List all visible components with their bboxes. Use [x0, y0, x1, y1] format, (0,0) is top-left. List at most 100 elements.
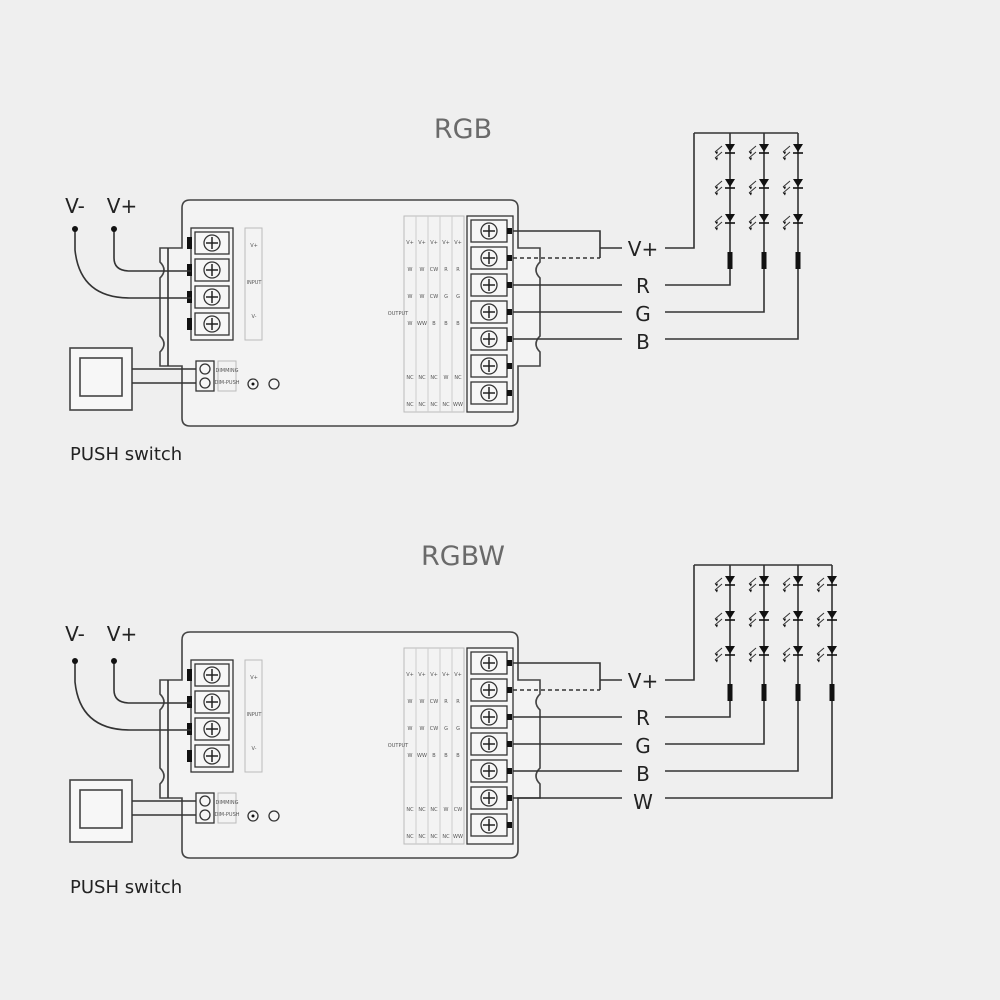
- rgb-output-table-cell: G: [456, 294, 460, 300]
- rgb-led-resistor: [727, 252, 733, 269]
- rgbw-led-emission-arrow: [782, 577, 791, 591]
- rgb-push-screw: [199, 377, 211, 389]
- rgbw-output-table-cell: R: [456, 699, 460, 705]
- rgb-output-table-cell: R: [444, 267, 448, 273]
- rgbw-led-emission-arrow: [714, 612, 723, 626]
- rgb-led-emission-arrowhead: [783, 221, 786, 231]
- rgb-push-screw: [199, 363, 211, 375]
- rgb-v-plus-label: V+: [107, 194, 137, 218]
- rgbw-input-clamp: [187, 723, 192, 735]
- rgbw-input-strip-title: INPUT: [247, 712, 263, 718]
- rgb-led-resistor: [795, 252, 801, 269]
- rgbw-vplus-dot: [111, 658, 117, 664]
- rgb-led-diode: [759, 179, 769, 187]
- rgb-output-table-cell: W: [408, 294, 413, 300]
- rgb-output-table-cell: NC: [454, 375, 462, 381]
- rgbw-push-screw: [199, 795, 211, 807]
- rgb-led-emission-arrowhead: [783, 186, 786, 196]
- rgbw-input-strip-vplus: V+: [250, 675, 258, 681]
- rgbw-output-table-cell: G: [444, 726, 448, 732]
- rgb-input-strip-title: INPUT: [247, 280, 263, 286]
- rgbw-led-emission-arrow: [714, 577, 723, 591]
- rgb-output-table-cell: V+: [430, 240, 438, 246]
- rgb-input-clamp: [187, 318, 192, 330]
- rgb-led-diode: [725, 144, 735, 152]
- rgb-output-table-cell: NC: [406, 402, 414, 408]
- rgb-output-table-cell: W: [420, 267, 425, 273]
- rgbw-output-clamp: [507, 660, 512, 666]
- rgbw-output-label-b: B: [636, 762, 650, 786]
- rgb-output-table-cell: B: [432, 321, 436, 327]
- rgbw-v-plus-label: V+: [107, 622, 137, 646]
- rgb-program-button: [268, 378, 280, 390]
- rgbw-output-table-cell: NC: [418, 834, 426, 840]
- rgbw-output-table-cell: W: [420, 699, 425, 705]
- rgb-output-table-cell: G: [444, 294, 448, 300]
- rgb-led-return-wire: [665, 269, 799, 340]
- rgb-output-table-cell: V+: [442, 240, 450, 246]
- rgbw-output-table-cell: W: [408, 753, 413, 759]
- rgbw-led-diode: [793, 646, 803, 654]
- rgb-output-table-cell: NC: [430, 402, 438, 408]
- rgb-vplus-dot: [111, 226, 117, 232]
- rgbw-input-clamp: [187, 669, 192, 681]
- rgbw-wire-vminus: [74, 661, 191, 731]
- rgbw-output-table-cell: W: [408, 726, 413, 732]
- rgbw-wire-vplus: [113, 661, 191, 704]
- rgb-led-emission-arrowhead: [783, 151, 786, 161]
- rgb-controller-housing: [159, 199, 541, 427]
- rgbw-led-emission-arrow: [816, 647, 825, 661]
- rgb-led-diode: [759, 144, 769, 152]
- rgb-input-label-strip: [244, 227, 263, 341]
- rgbw-led-emission-arrow: [782, 647, 791, 661]
- rgbw-output-table-cell: NC: [430, 834, 438, 840]
- rgb-led-return-wire: [665, 269, 731, 286]
- rgb-led-emission-arrow: [714, 180, 723, 194]
- rgbw-led-emission-arrowhead: [783, 653, 786, 663]
- rgb-output-clamp: [507, 336, 512, 342]
- rgb-output-wires: V+RGB: [513, 230, 658, 354]
- rgb-output-table-cell: B: [444, 321, 448, 327]
- rgb-led-diode: [793, 179, 803, 187]
- rgb-output-table-cell: WW: [453, 402, 463, 408]
- rgbw-led-emission-arrowhead: [749, 653, 752, 663]
- rgbw-led-emission-arrowhead: [817, 653, 820, 663]
- rgb-led-diode: [759, 214, 769, 222]
- rgbw-output-label-vplus: V+: [628, 669, 658, 693]
- rgbw-led-diode: [793, 611, 803, 619]
- rgbw-led-diode: [759, 611, 769, 619]
- rgbw-output-table-cell: WW: [453, 834, 463, 840]
- rgbw-led-emission-arrowhead: [715, 653, 718, 663]
- rgbw-led-strip: [665, 564, 837, 799]
- rgb-output-table-cell: WW: [417, 321, 427, 327]
- rgb-output-clamp: [507, 363, 512, 369]
- rgb-wire-vplus: [113, 229, 191, 272]
- rgb-led-diode: [793, 144, 803, 152]
- rgb-output-table-cell: CW: [430, 267, 438, 273]
- rgbw-push-switch-button: [79, 789, 123, 829]
- rgb-output-table-cell: W: [408, 267, 413, 273]
- rgb-led-emission-arrowhead: [749, 221, 752, 231]
- rgbw-led-emission-arrowhead: [783, 583, 786, 593]
- rgbw-led-emission-arrow: [748, 612, 757, 626]
- rgbw-output-table-cell: CW: [454, 807, 462, 813]
- rgb-led-emission-arrowhead: [715, 186, 718, 196]
- rgbw-output-table-cell: B: [456, 753, 460, 759]
- rgbw-output-table-cell: W: [420, 726, 425, 732]
- rgb-output-table-cell: NC: [418, 402, 426, 408]
- rgb-input-clamp: [187, 237, 192, 249]
- rgb-led-emission-arrow: [748, 180, 757, 194]
- rgbw-output-label-r: R: [636, 706, 650, 730]
- rgb-led-diode: [725, 214, 735, 222]
- rgbw-title: RGBW: [421, 541, 505, 572]
- rgb-led-emission-arrow: [714, 215, 723, 229]
- rgb-push-switch-label: PUSH switch: [70, 444, 182, 465]
- rgbw-output-clamp: [507, 768, 512, 774]
- rgb-output-table-cell: R: [456, 267, 460, 273]
- rgbw-program-button: [268, 810, 280, 822]
- rgbw-led-resistor: [761, 684, 767, 701]
- rgbw-push-strip-dimpush: DIM-PUSH: [214, 812, 239, 818]
- rgb-led-emission-arrowhead: [749, 186, 752, 196]
- rgbw-output-table-cell: WW: [417, 753, 427, 759]
